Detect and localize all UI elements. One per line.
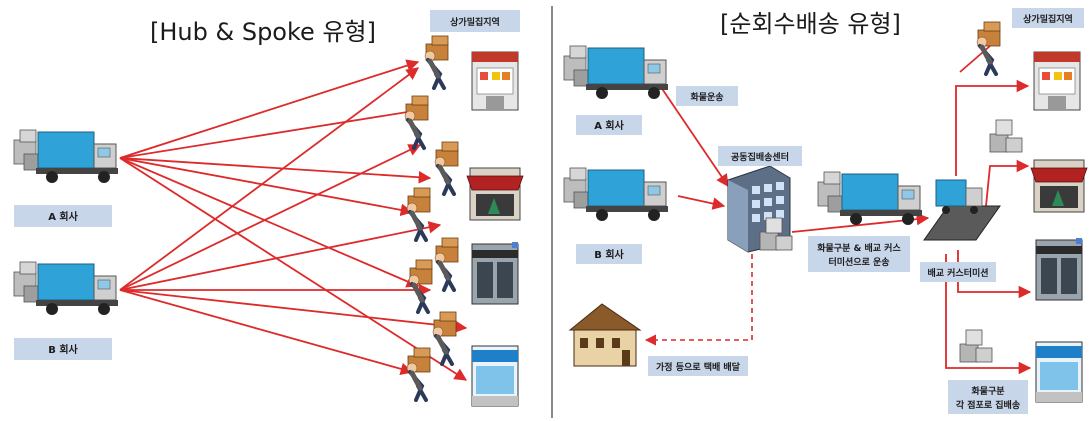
- right-region-label-box: [1012, 8, 1084, 28]
- arrow-a-5: [119, 157, 420, 288]
- parcel-stack-icon: [959, 329, 993, 363]
- arrow-b-6: [119, 289, 414, 375]
- arrow-a-4: [119, 157, 414, 217]
- courier-icon: [409, 260, 432, 312]
- delivery-truck-icon: [563, 45, 669, 100]
- arrow-terminal-to-shop-4: [945, 254, 1032, 375]
- courier-icon: [435, 238, 458, 290]
- delivery-truck-icon: [817, 171, 923, 226]
- sort-transport-line1: 화물구분 & 배교 커스: [817, 242, 901, 254]
- storefront-icon: [1033, 51, 1081, 111]
- storefront-icon: [1035, 341, 1083, 403]
- right-company-a-label: A 회사: [594, 119, 624, 132]
- loading-dock-icon: [923, 179, 1001, 241]
- storefront-icon: [471, 345, 519, 407]
- home-delivery-box: [648, 356, 748, 376]
- right-company-a-box: [576, 115, 642, 135]
- sort-store-line2: 각 점포로 집배송: [956, 399, 1020, 411]
- delivery-truck-icon: [13, 261, 119, 316]
- storefront-icon: [1035, 237, 1083, 301]
- storefront-icon: [471, 51, 519, 111]
- left-title: [Hub & Spoke 유형]: [150, 18, 376, 46]
- right-title: [순회수배송 유형]: [720, 10, 901, 38]
- arrow-terminal-to-shop-2: [985, 159, 1030, 207]
- storefront-icon: [466, 167, 524, 221]
- sort-transport-box: [808, 236, 910, 272]
- center-label-box: [718, 146, 802, 166]
- left-company-a-label: A 회사: [48, 210, 78, 223]
- sort-store-line1: 화물구분: [971, 385, 1004, 397]
- cargo-transport-box: [676, 86, 738, 106]
- home-delivery-label: 가정 등으로 택배 배달: [656, 361, 741, 373]
- arrow-b-to-center: [677, 195, 726, 210]
- left-company-b-label: B 회사: [48, 343, 78, 356]
- arrow-a-2: [119, 105, 422, 159]
- terminal-label-box: [920, 262, 996, 282]
- courier-icon: [425, 36, 448, 88]
- sort-store-box: [948, 380, 1028, 414]
- storefront-icon: [1030, 159, 1088, 213]
- arrow-a-1: [119, 59, 420, 159]
- courier-icon: [433, 312, 456, 364]
- house-icon: [568, 303, 642, 367]
- cargo-transport-label: 화물운송: [690, 91, 723, 103]
- parcel-stack-icon: [989, 119, 1023, 153]
- arrow-a-3: [119, 157, 432, 184]
- hub-spoke-arrows: [119, 59, 468, 381]
- arrow-a-6: [119, 157, 468, 381]
- right-company-b-label: B 회사: [594, 248, 624, 261]
- courier-icon: [407, 348, 430, 400]
- courier-icon: [435, 142, 458, 194]
- arrow-b-1: [119, 67, 420, 291]
- right-company-b-box: [576, 244, 642, 264]
- arrow-b-5: [119, 289, 468, 334]
- arrow-center-to-home: [644, 236, 753, 346]
- sort-transport-line2: 터미션으로 운송: [828, 256, 889, 268]
- right-region-label: 상가밀집지역: [1023, 13, 1073, 25]
- delivery-truck-icon: [13, 129, 119, 184]
- arrow-b-2: [119, 144, 422, 291]
- storefront-icon: [471, 241, 519, 305]
- left-region-label: 상가밀집지역: [450, 16, 500, 28]
- center-label: 공동집배송센터: [731, 151, 789, 163]
- arrow-terminal-to-shop-1: [955, 79, 1030, 176]
- left-company-b-box: [14, 338, 112, 360]
- courier-icon: [405, 96, 428, 148]
- left-region-label-box: [430, 10, 520, 32]
- terminal-label: 배교 커스터미션: [927, 267, 988, 279]
- distribution-center-icon: [727, 165, 791, 253]
- delivery-truck-icon: [563, 167, 669, 222]
- left-company-a-box: [14, 205, 112, 227]
- courier-icon: [407, 188, 430, 240]
- arrow-b-3: [119, 221, 442, 291]
